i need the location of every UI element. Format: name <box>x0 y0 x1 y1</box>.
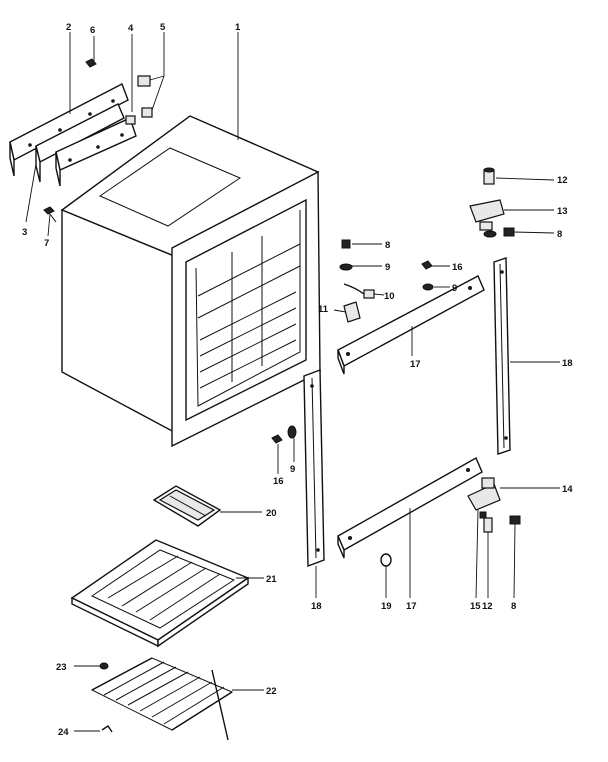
part-18-left-rail <box>303 368 325 568</box>
part-4-inner-panel <box>55 117 137 187</box>
part-12-pin-top <box>483 167 495 185</box>
label-6: 6 <box>90 25 95 36</box>
part-22-wire-shelf <box>90 657 234 741</box>
label-17-top: 17 <box>410 359 421 370</box>
label-23: 23 <box>56 662 67 673</box>
label-22: 22 <box>266 686 277 697</box>
label-9-center: 9 <box>385 262 390 273</box>
label-19: 19 <box>381 601 392 612</box>
label-4: 4 <box>128 23 134 34</box>
part-9-washer-center <box>339 263 353 271</box>
part-19-plug <box>380 553 392 567</box>
label-8-center: 8 <box>385 240 390 251</box>
label-20: 20 <box>266 508 277 519</box>
part-23-stop <box>99 662 109 670</box>
part-18-right-rail <box>493 257 511 455</box>
part-10-wire-connector <box>343 283 375 299</box>
part-2-back-panel <box>9 83 129 177</box>
part-17-top-rail <box>337 275 485 375</box>
part-1-cabinet <box>60 115 321 448</box>
label-18-left: 18 <box>311 601 322 612</box>
part-6-screw <box>85 58 97 68</box>
label-15: 15 <box>470 601 481 612</box>
part-11-bracket <box>343 301 361 323</box>
part-15-shim <box>479 511 487 519</box>
label-21: 21 <box>266 574 277 585</box>
label-10: 10 <box>384 291 395 302</box>
part-21-drip-tray <box>70 539 250 648</box>
part-7-screw <box>43 206 57 223</box>
label-12-bottom: 12 <box>482 601 493 612</box>
label-18-right: 18 <box>562 358 573 369</box>
label-17-bottom: 17 <box>406 601 417 612</box>
part-8-screw-center <box>341 239 351 249</box>
leader-lines <box>25 32 560 732</box>
part-14-hinge-bottom <box>467 477 501 511</box>
label-8-bottom-right: 8 <box>511 601 516 612</box>
part-8-screw-top-right <box>503 227 515 237</box>
part-12-pin-bottom <box>483 517 493 533</box>
label-3: 3 <box>22 227 27 238</box>
label-24: 24 <box>58 727 69 738</box>
part-16-screw-left <box>271 434 283 444</box>
label-14: 14 <box>562 484 573 495</box>
part-5-clips <box>125 75 153 125</box>
part-16-screw-center <box>421 260 433 270</box>
label-8-top-right: 8 <box>557 229 562 240</box>
part-9-washer-right <box>422 283 434 291</box>
part-3-insulation <box>35 103 125 183</box>
label-7: 7 <box>44 238 49 249</box>
label-5: 5 <box>160 22 166 33</box>
label-12-top: 12 <box>557 175 568 186</box>
part-17-bottom-rail <box>337 457 483 559</box>
label-13: 13 <box>557 206 568 217</box>
label-16-center: 16 <box>452 262 463 273</box>
part-13-hinge-top <box>469 199 505 238</box>
label-11: 11 <box>318 304 329 315</box>
part-20-ice-bin <box>152 485 222 527</box>
label-1: 1 <box>235 22 241 33</box>
label-9-left: 9 <box>290 464 295 475</box>
part-8-screw-bottom-right <box>509 515 521 525</box>
callout-labels: 1 2 6 4 5 3 7 8 9 10 11 16 9 17 12 13 8 … <box>22 22 573 738</box>
label-9-right: 9 <box>452 283 457 294</box>
label-16-left: 16 <box>273 476 284 487</box>
label-2: 2 <box>66 22 71 33</box>
part-9-washer-left <box>287 425 297 439</box>
part-24-clip <box>101 725 113 733</box>
